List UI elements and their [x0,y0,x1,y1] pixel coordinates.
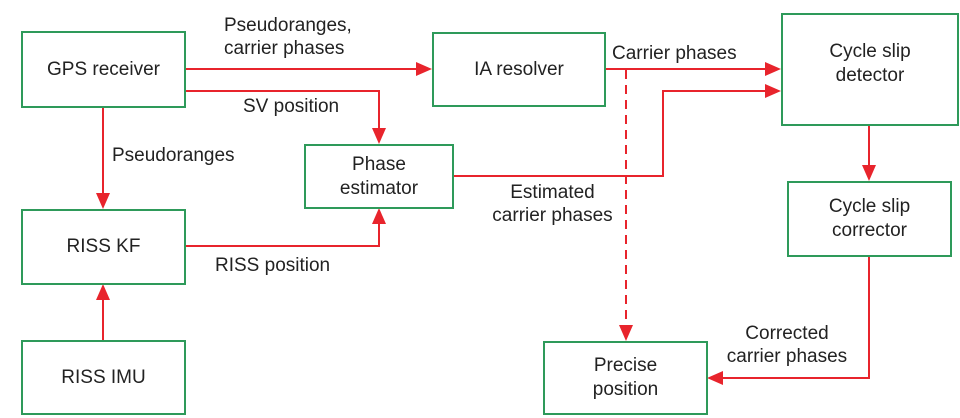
node-riss-imu: RISS IMU [21,340,186,415]
arrowhead-riss-kf-bottom [96,284,110,300]
node-phase-estimator: Phase estimator [304,144,454,209]
arrowhead-ia-resolver [416,62,432,76]
arrowhead-riss-kf [96,193,110,209]
arrowhead-corrector [862,165,876,181]
arrowhead-phase-estimator-top [372,128,386,144]
label-riss-position: RISS position [215,255,331,276]
node-ia-resolver: IA resolver [432,32,606,107]
edge-riss-kf-to-phase-estimator [185,224,380,247]
node-cycle-slip-detector: Cycle slip detector [781,13,959,126]
edge-gps-to-phase-estimator [185,90,380,128]
label-estimated-carrier-phases: Estimated carrier phases [492,182,613,226]
edge-corrector-to-precise-position [723,256,870,379]
arrowhead-precise-position-dashed [619,325,633,341]
arrowhead-detector-1 [765,62,781,76]
label-pseudoranges: Pseudoranges [112,145,235,166]
node-cycle-slip-corrector: Cycle slip corrector [787,181,952,257]
arrowhead-phase-estimator-bottom [372,208,386,224]
label-carrier-phases: Carrier phases [612,43,737,64]
label-sv-position: SV position [243,96,340,117]
label-pseudoranges-carrier-phases: Pseudoranges, carrier phases [224,15,352,59]
edge-phase-estimator-to-detector [453,90,765,177]
arrowhead-precise-position-right [707,371,723,385]
label-corrected-carrier-phases: Corrected carrier phases [726,323,848,367]
node-riss-kf: RISS KF [21,209,186,285]
node-precise-position: Precise position [543,341,708,415]
node-gps-receiver: GPS receiver [21,31,186,108]
arrowhead-detector-2 [765,84,781,98]
